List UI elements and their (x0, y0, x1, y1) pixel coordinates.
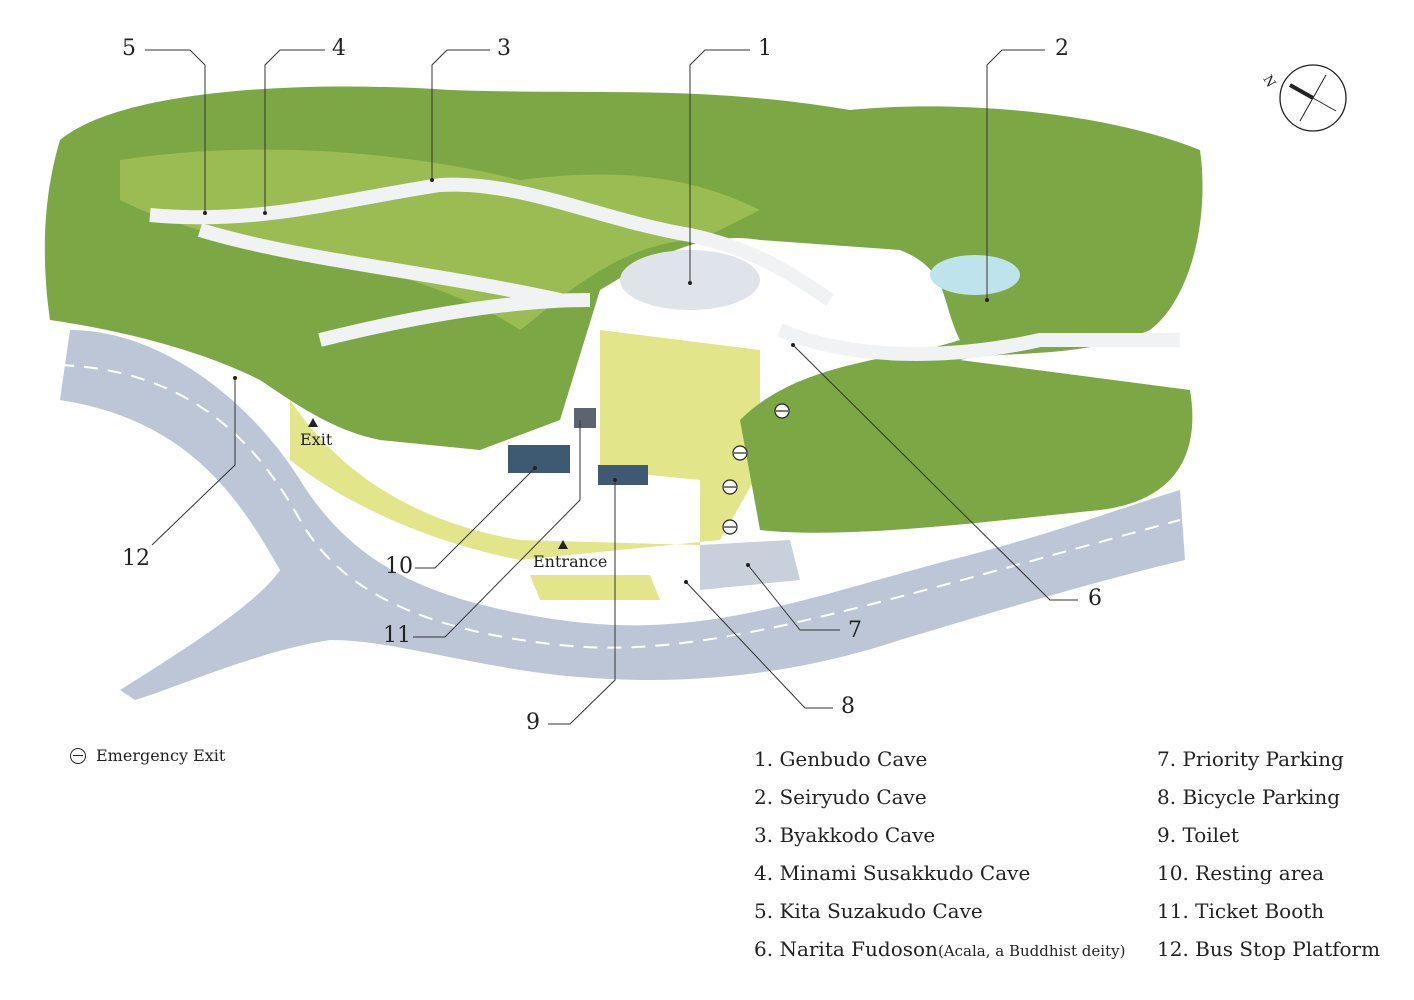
walking-path (149, 177, 834, 306)
legend-item: 2. Seiryudo Cave (754, 785, 927, 809)
callout-5: 5 (122, 36, 136, 61)
legend-item: 7. Priority Parking (1157, 747, 1344, 771)
emergency-exit-label: Emergency Exit (96, 746, 226, 765)
callout-2: 2 (1055, 36, 1069, 61)
entrance-marker-icon (558, 540, 568, 549)
emergency-exit-icon (774, 403, 790, 419)
legend-right: 7. Priority Parking 8. Bicycle Parking 9… (1157, 740, 1380, 968)
exit-marker-icon (308, 418, 318, 427)
legend-item: 8. Bicycle Parking (1157, 785, 1341, 809)
toilet-building (598, 465, 648, 485)
legend-item: 12. Bus Stop Platform (1157, 937, 1381, 961)
callout-11: 11 (383, 623, 411, 648)
emergency-exit-icon (722, 519, 738, 535)
callout-lines (145, 49, 1078, 725)
callout-1: 1 (758, 36, 772, 61)
legend-item: 5. Kita Suzakudo Cave (754, 899, 983, 923)
callout-9: 9 (526, 710, 540, 735)
legend-item: 4. Minami Susakkudo Cave (754, 861, 1031, 885)
legend-item: 9. Toilet (1157, 823, 1239, 847)
emergency-exit-legend: Emergency Exit (70, 746, 225, 765)
legend-item-note: (Acala, a Buddhist deity) (937, 942, 1126, 960)
callout-10: 10 (385, 554, 413, 579)
lawn-area (290, 330, 760, 560)
main-road (60, 330, 1185, 700)
legend-item-label: 6. Narita Fudoson (754, 937, 938, 961)
pond (930, 255, 1020, 295)
emergency-exit-icon (722, 479, 738, 495)
compass-icon (1279, 64, 1347, 132)
emergency-exit-icon (70, 747, 86, 764)
callout-3: 3 (497, 36, 511, 61)
callout-6: 6 (1088, 586, 1102, 611)
resting-area-building (508, 445, 570, 473)
legend-item: 10. Resting area (1157, 861, 1325, 885)
legend-left: 1. Genbudo Cave 2. Seiryudo Cave 3. Byak… (754, 740, 1125, 970)
legend-item: 6. Narita Fudoson(Acala, a Buddhist deit… (754, 930, 1125, 970)
emergency-exit-icon (732, 445, 748, 461)
ticket-booth (574, 408, 596, 428)
entrance-label: Entrance (533, 552, 608, 571)
legend-item: 3. Byakkodo Cave (754, 823, 936, 847)
callout-7: 7 (848, 618, 862, 643)
callout-8: 8 (841, 694, 855, 719)
legend-item: 11. Ticket Booth (1157, 899, 1325, 923)
callout-12: 12 (122, 546, 150, 571)
exit-label: Exit (300, 430, 333, 449)
legend-item: 1. Genbudo Cave (754, 747, 928, 771)
callout-4: 4 (332, 36, 346, 61)
